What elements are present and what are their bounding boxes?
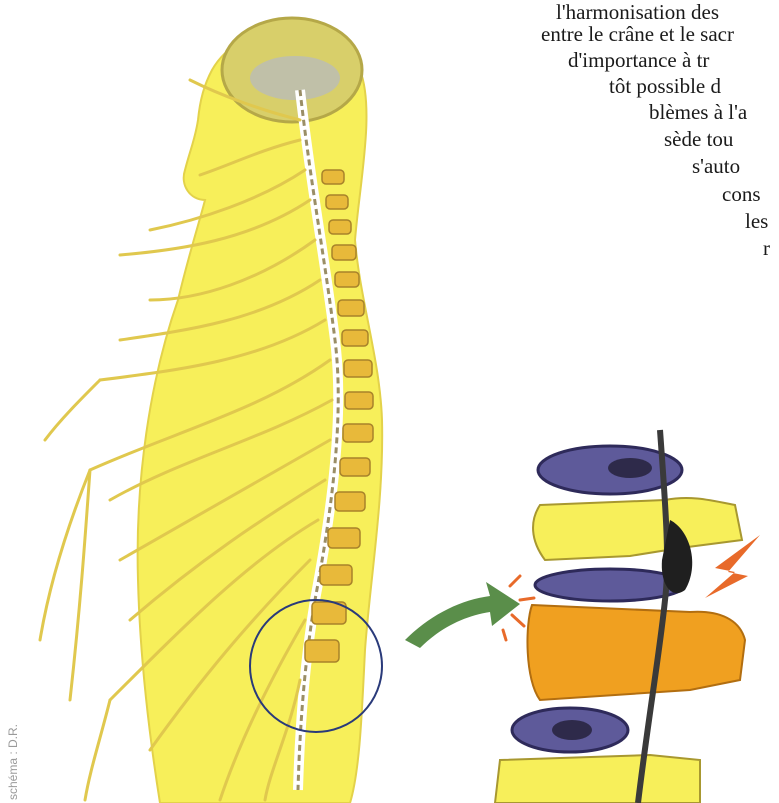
zoomed-vertebrae (495, 430, 745, 803)
green-arrow-icon (405, 582, 520, 648)
image-credit: schéma : D.R. (6, 724, 20, 800)
body-silhouette (138, 29, 383, 803)
